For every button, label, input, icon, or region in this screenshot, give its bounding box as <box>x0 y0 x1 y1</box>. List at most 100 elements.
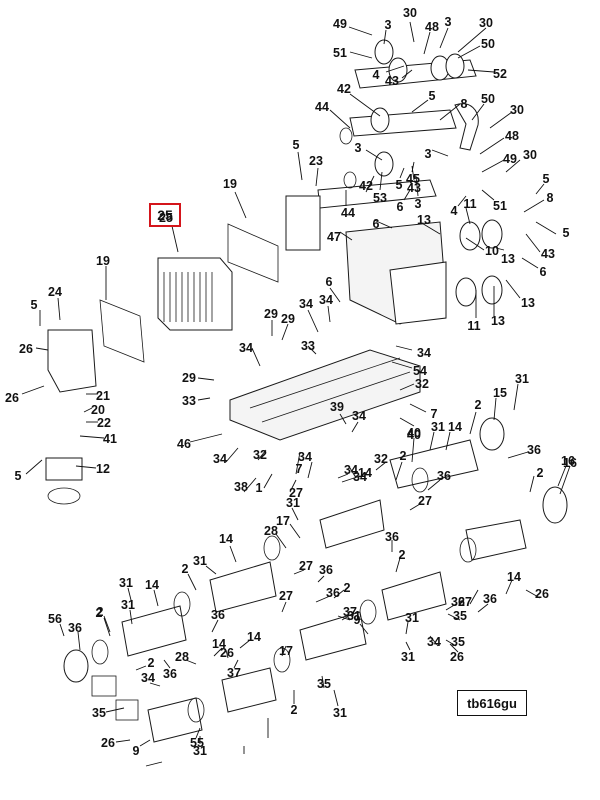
leader-line <box>535 221 557 235</box>
leader-line <box>291 507 299 521</box>
leader-line <box>439 27 449 49</box>
leader-line <box>419 221 441 235</box>
leader-line <box>129 609 133 625</box>
callout-label: 3 <box>415 197 422 211</box>
leader-line <box>321 675 325 689</box>
leader-line <box>25 459 43 475</box>
heat-exchanger-core <box>157 257 233 331</box>
duct-section <box>299 611 367 661</box>
leader-line <box>525 233 541 253</box>
leader-line <box>77 631 81 651</box>
leader-line <box>365 149 383 161</box>
callout-label: 14 <box>145 578 159 592</box>
callout-label: 52 <box>493 67 507 81</box>
leader-line <box>365 175 375 193</box>
callout-label: 34 <box>417 346 431 360</box>
callout-label: 26 <box>101 736 115 750</box>
leader-line <box>327 305 331 323</box>
flange-ring <box>374 39 394 65</box>
callout-label: 14 <box>247 630 261 644</box>
support-frame <box>229 349 421 441</box>
leader-line <box>445 603 457 611</box>
callout-label: 14 <box>219 532 233 546</box>
access-plate <box>91 675 117 697</box>
leader-line <box>243 477 257 493</box>
callout-label: 4 <box>451 204 458 218</box>
callout-label: 34 <box>352 409 366 423</box>
leader-line <box>471 103 485 121</box>
leader-line <box>83 407 93 413</box>
callout-label: 25 <box>159 211 173 225</box>
leader-line <box>281 323 289 341</box>
leader-line <box>195 727 201 739</box>
leader-line <box>373 219 393 229</box>
end-cap <box>542 486 568 524</box>
frame-rail <box>249 357 401 409</box>
callout-label: 22 <box>97 416 111 430</box>
duct-section <box>147 697 203 743</box>
callout-label: 34 <box>239 341 253 355</box>
leader-line <box>185 659 197 665</box>
callout-label: 2 <box>400 449 407 463</box>
callout-label: 34 <box>213 452 227 466</box>
leader-line <box>399 167 405 179</box>
leader-line <box>479 137 505 155</box>
leader-line <box>399 383 415 391</box>
leader-line <box>189 433 223 443</box>
leader-line <box>315 595 331 603</box>
callout-label: 36 <box>385 530 399 544</box>
callout-label: 27 <box>299 559 313 573</box>
leader-line <box>395 461 403 481</box>
leader-line <box>103 617 111 637</box>
callout-label: 32 <box>253 448 267 462</box>
callout-label: 5 <box>31 298 38 312</box>
callout-label: 30 <box>510 103 524 117</box>
leader-line <box>493 397 497 421</box>
leader-line <box>495 247 505 251</box>
leader-line <box>409 503 421 511</box>
coupling-clamp <box>481 275 503 305</box>
callout-label: 27 <box>458 595 472 609</box>
duct-section <box>319 499 385 549</box>
leader-line <box>79 435 105 439</box>
leader-line <box>423 31 431 55</box>
callout-label: 39 <box>330 400 344 414</box>
callout-label: 23 <box>309 154 323 168</box>
callout-label: 16 <box>563 456 577 470</box>
callout-label: 26 <box>220 646 234 660</box>
callout-label: 1 <box>256 481 263 495</box>
leader-line <box>75 465 97 469</box>
leader-line <box>411 161 415 173</box>
callout-label: 46 <box>177 437 191 451</box>
callout-label: 50 <box>481 92 495 106</box>
leader-line <box>297 151 303 181</box>
leader-line <box>329 287 341 303</box>
end-flange <box>479 417 505 451</box>
callout-label: 36 <box>163 667 177 681</box>
leader-line <box>135 665 147 671</box>
callout-label: 5 <box>563 226 570 240</box>
callout-label: 51 <box>493 199 507 213</box>
leader-line <box>339 231 353 241</box>
flange-ring <box>374 151 394 177</box>
callout-label: 5 <box>15 469 22 483</box>
callout-label: 11 <box>463 197 476 211</box>
leader-line <box>127 587 133 605</box>
leader-line <box>469 411 477 435</box>
callout-label: 29 <box>182 371 196 385</box>
leader-line <box>457 195 467 207</box>
leader-line <box>339 413 347 425</box>
callout-label: 31 <box>401 650 415 664</box>
callout-label: 2 <box>344 581 351 595</box>
callout-label: 4 <box>373 68 380 82</box>
callout-label: 36 <box>483 592 497 606</box>
silencer-front-panel <box>389 261 447 325</box>
callout-label: 15 <box>493 386 507 400</box>
seal-ring <box>187 697 205 723</box>
callout-label: 8 <box>461 97 468 111</box>
leader-line <box>375 461 387 471</box>
callout-label: 21 <box>96 389 110 403</box>
highlighted-callout: 25 <box>149 203 181 227</box>
callout-label: 13 <box>491 314 505 328</box>
leader-line <box>115 739 131 743</box>
